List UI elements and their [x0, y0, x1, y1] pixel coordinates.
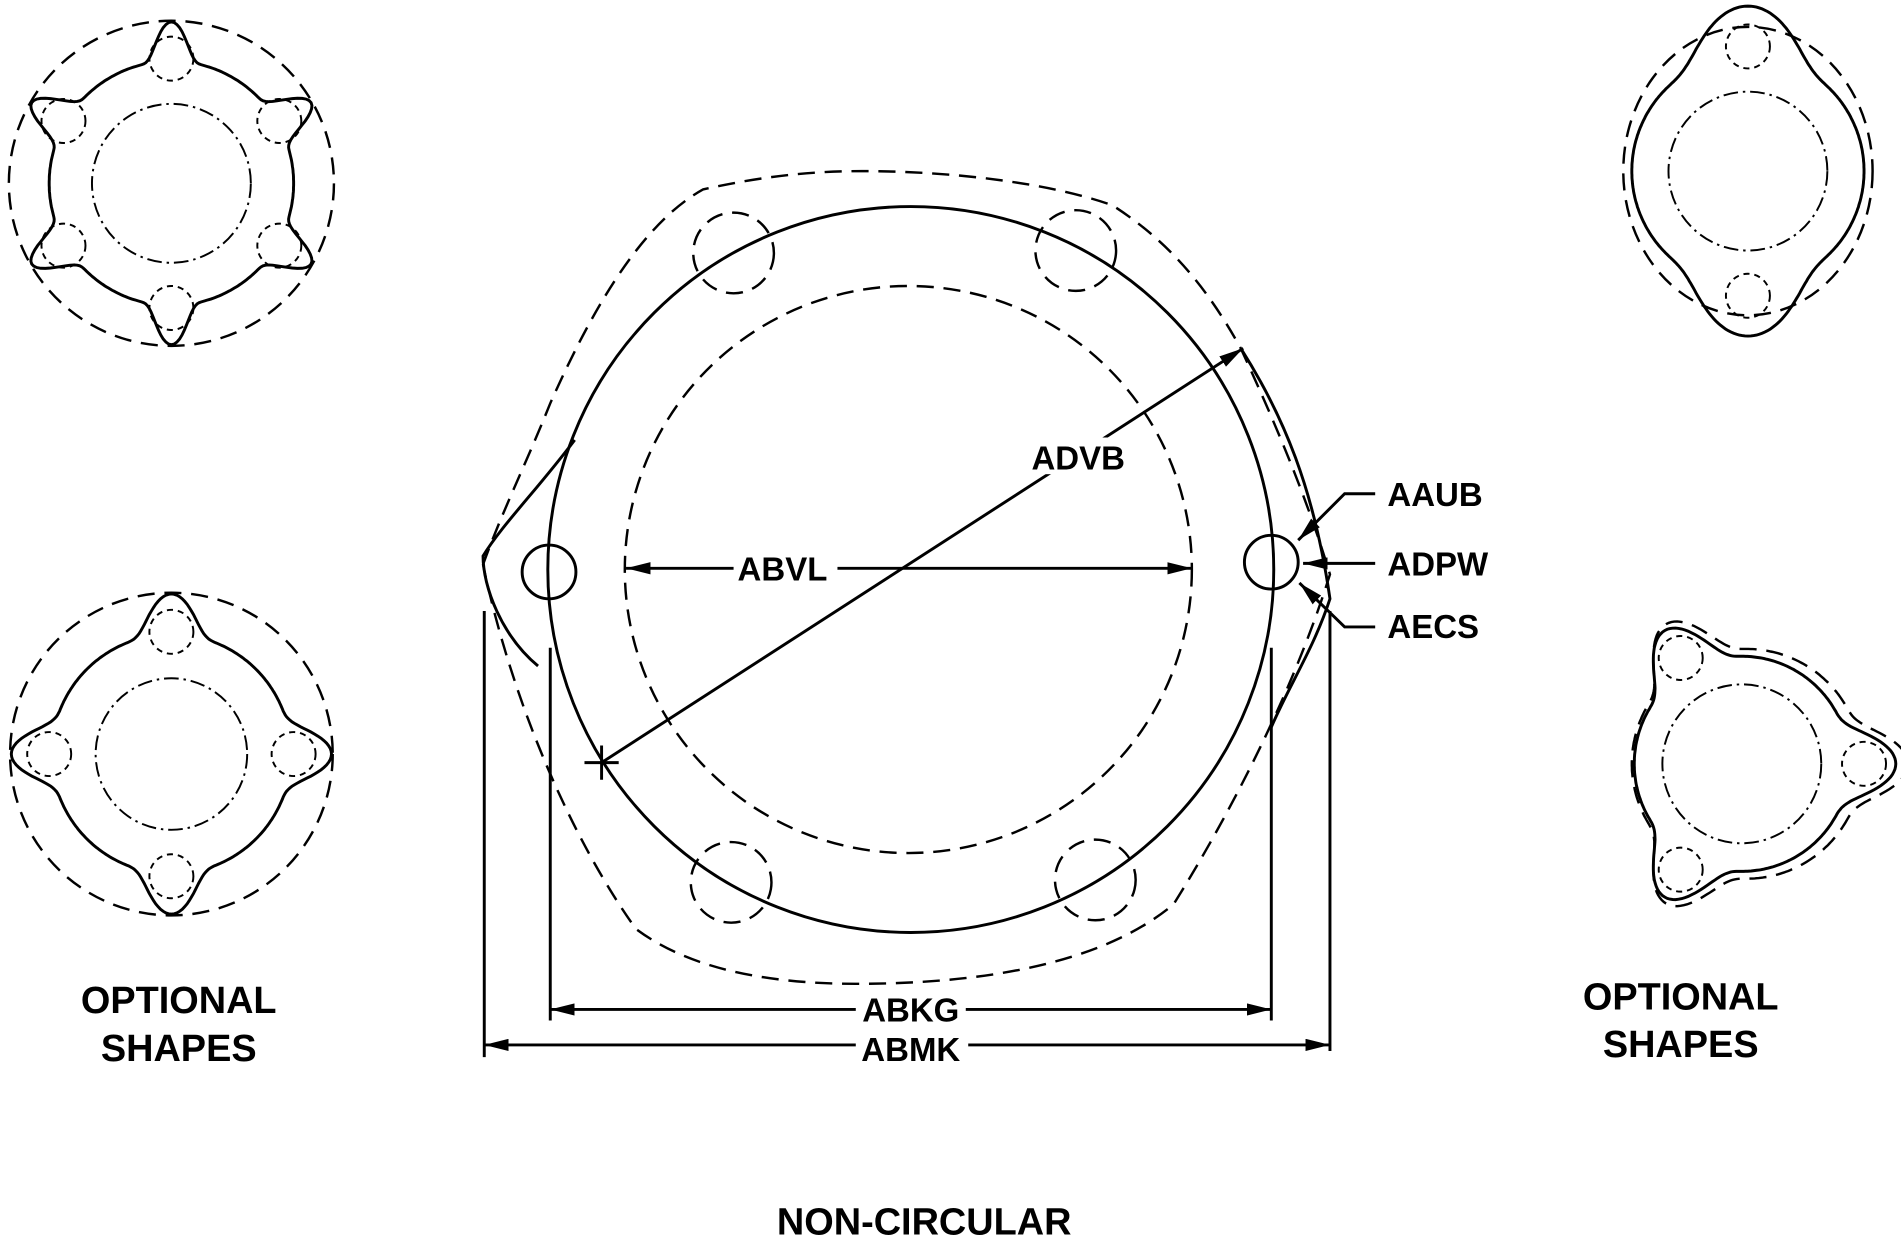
optional-shape-bolt-hole [148, 608, 195, 655]
optional-shape-bolt-hole [1724, 23, 1771, 70]
flange-outline-solid [481, 347, 1332, 728]
optional-shape-bolt-hole [256, 98, 303, 144]
optional-shapes-left-line1: OPTIONAL [81, 980, 277, 1022]
bolt-hole-hidden [689, 840, 773, 924]
optional-shape-bolt-hole [148, 35, 195, 82]
main-flange [481, 169, 1332, 986]
bolt-hole-hidden [1034, 208, 1118, 293]
aaub-label: AAUB [1387, 476, 1482, 513]
optional-shapes-right-line2: SHAPES [1603, 1024, 1759, 1066]
optional-shape-bore [94, 677, 249, 831]
optional-shape-bore [1661, 683, 1823, 845]
bolt-hole-hidden [1053, 838, 1137, 922]
optional-shape-dashed-outline [1630, 620, 1901, 908]
optional-shapes [7, 4, 1901, 917]
optional-shape-outline [1632, 626, 1898, 902]
optional-shape-bolt-hole [40, 222, 87, 269]
abvl-label: ABVL [738, 551, 828, 588]
optional-shape-bolt-hole [148, 284, 195, 331]
optional-shape-bolt-hole [1657, 846, 1704, 893]
optional-shape-bolt-hole [40, 98, 87, 144]
optional-shape-dashed-outline [8, 591, 334, 917]
optional-shape-bolt-hole [1841, 740, 1888, 787]
advb-label: ADVB [1031, 439, 1124, 476]
center-crosshair [584, 745, 619, 780]
optional-shape-bolt-hole [148, 853, 195, 900]
bolt-hole-right [1242, 533, 1300, 591]
optional-shape-bolt-hole [1724, 272, 1771, 319]
flange-outline-dashed [481, 169, 1332, 986]
abmk-label: ABMK [861, 1031, 960, 1068]
optional-shape-outline [9, 592, 333, 916]
optional-shapes-left-line2: SHAPES [101, 1028, 257, 1070]
optional-shape-outline [1630, 4, 1866, 338]
optional-shape-bolt-hole [270, 731, 317, 778]
optional-shapes-right-line1: OPTIONAL [1583, 976, 1779, 1018]
optional-shape-bolt-hole [26, 731, 73, 778]
adpw-label: ADPW [1387, 546, 1489, 583]
optional-shape-dashed-outline [7, 19, 336, 348]
abkg-label: ABKG [862, 992, 959, 1029]
flange-body-circle [546, 205, 1276, 934]
diagram-title: NON-CIRCULAR [777, 1201, 1072, 1243]
optional-shape-bolt-hole [1657, 635, 1704, 681]
aecs-label: AECS [1387, 608, 1479, 645]
optional-shape-bore [90, 102, 252, 264]
bolt-hole-hidden [692, 211, 776, 295]
bolt-hole-left [520, 543, 578, 601]
optional-shape-dashed-outline [1622, 25, 1874, 317]
optional-shape-bore [1667, 90, 1829, 252]
optional-shape-bolt-hole [256, 222, 303, 269]
optional-shape-outline [29, 20, 314, 347]
dimensions: ABVL ADVB ABKG ABMK AAUB ADPW AECS [482, 347, 1489, 1068]
